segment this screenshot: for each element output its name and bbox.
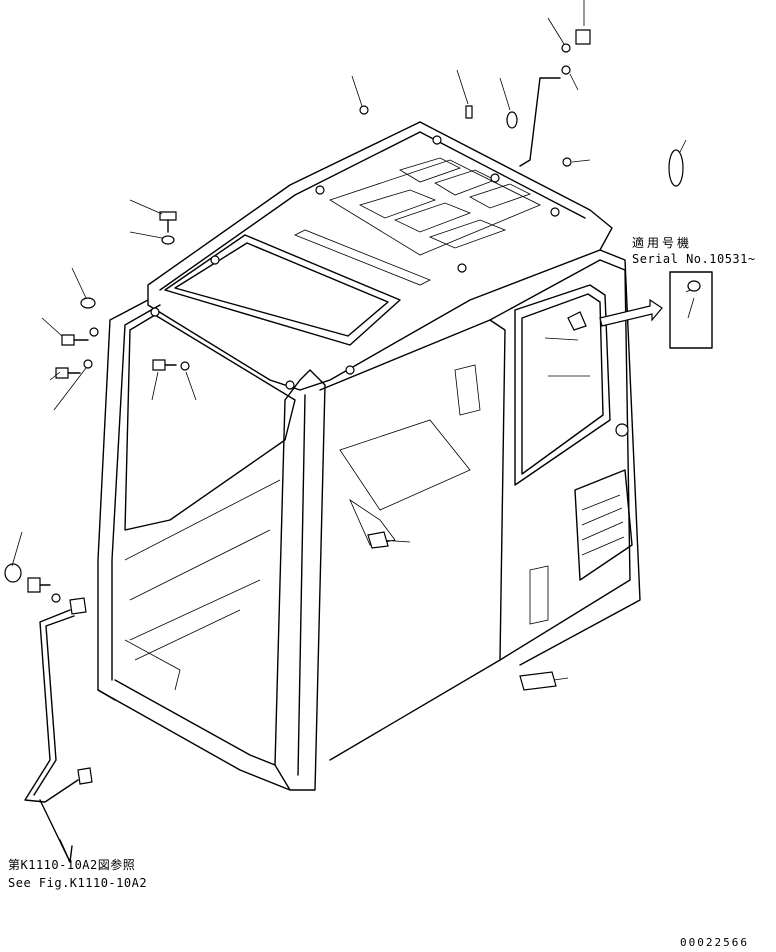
drawing-number: 00022566 [680,936,749,949]
top-fasteners [359,29,684,187]
left-fasteners [4,211,190,603]
floor-parts [367,531,557,691]
reference-label-jp: 第K1110-10A2図参照 [8,858,136,872]
serial-detail-box [567,271,713,349]
leader-lines [11,0,699,683]
reference-label-en: See Fig.K1110-10A2 [8,876,148,890]
grab-rail [24,597,93,863]
cab-frame [97,121,641,791]
serial-label-en: Serial No.10531~ [632,252,756,266]
serial-label-jp: 適用号機 [632,236,693,250]
